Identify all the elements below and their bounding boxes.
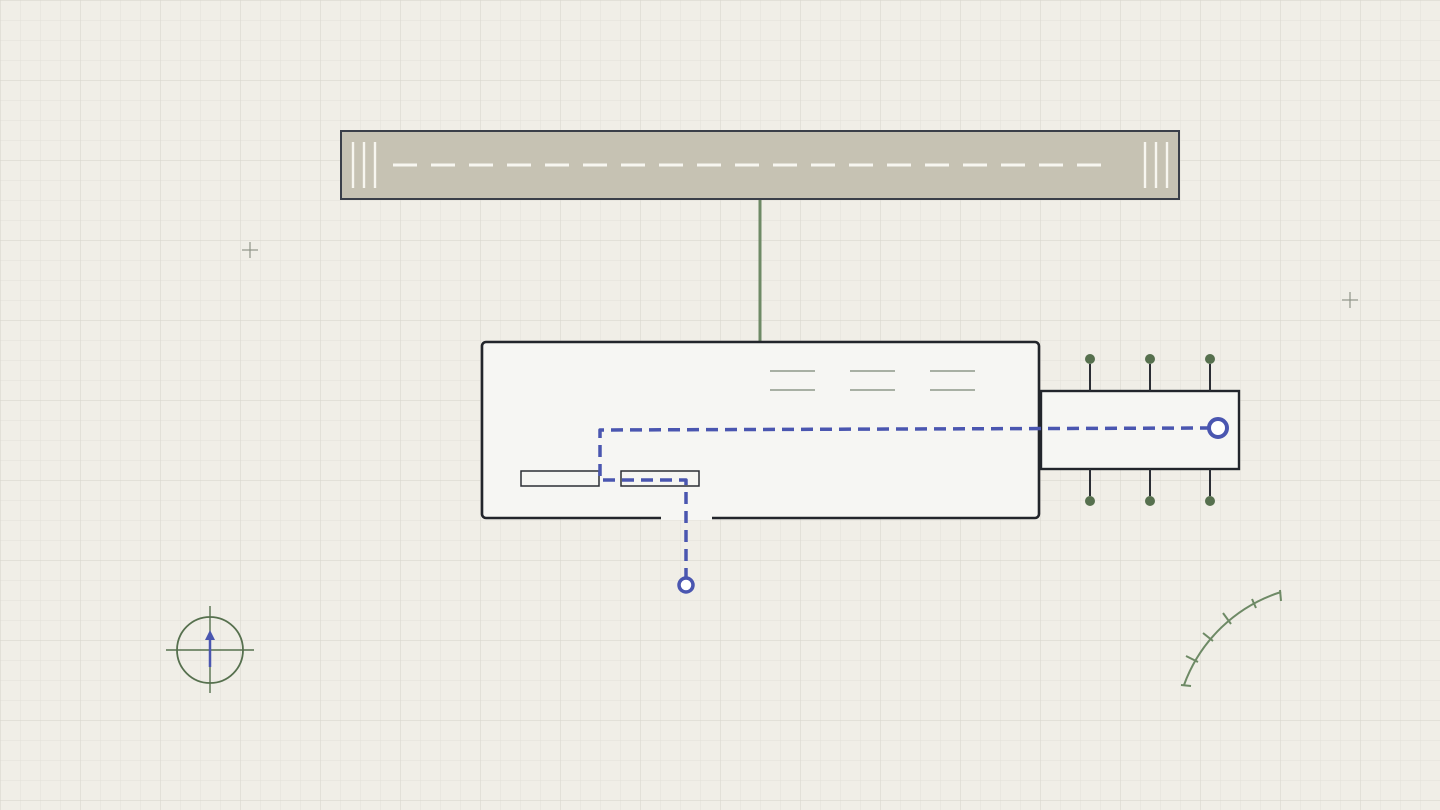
registration-mark-left (242, 242, 258, 258)
gate-top-1[interactable] (1085, 354, 1095, 364)
gate-top-3[interactable] (1205, 354, 1215, 364)
gate-bottom-1[interactable] (1085, 496, 1095, 506)
gate-dots[interactable] (1085, 354, 1215, 506)
parking-stand-2[interactable] (620, 470, 700, 487)
terminal-vents (770, 370, 975, 391)
gate-markers (1089, 364, 1211, 496)
gate-bottom-3[interactable] (1205, 496, 1215, 506)
arc-gauge-icon (1180, 589, 1282, 687)
parking-stand-1[interactable] (520, 470, 600, 487)
route-start-point[interactable] (677, 576, 695, 594)
runway-threshold-left (351, 142, 377, 188)
gate-top-2[interactable] (1145, 354, 1155, 364)
gate-bottom-2[interactable] (1145, 496, 1155, 506)
compass-icon (166, 606, 254, 693)
runway[interactable] (340, 130, 1180, 200)
route-end-point[interactable] (1207, 417, 1229, 439)
runway-threshold-right (1143, 142, 1169, 188)
taxi-route (598, 426, 1212, 580)
registration-mark-right (1342, 292, 1358, 308)
